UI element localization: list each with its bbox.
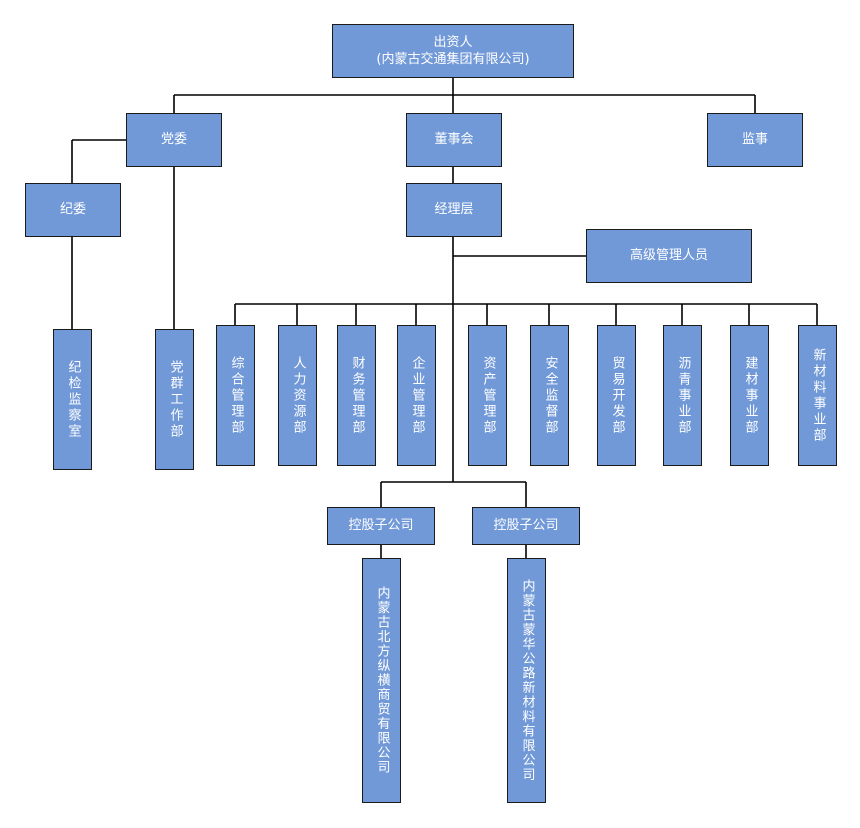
subsidiary-box: 内蒙古北方纵横商贸有限公司: [362, 558, 401, 803]
supervisor-box: 监事: [707, 113, 803, 167]
senior-management-box: 高级管理人员: [586, 229, 752, 283]
discipline-committee-label: 纪委: [59, 202, 86, 217]
investor-title: 出资人: [433, 35, 473, 50]
management-label: 经理层: [434, 202, 474, 217]
department-label: 资产管理部: [480, 355, 496, 436]
board-box: 董事会: [406, 113, 502, 167]
board-label: 董事会: [434, 132, 474, 147]
senior-management-label: 高级管理人员: [629, 248, 708, 263]
department-box: 新材料事业部: [798, 325, 837, 466]
department-box: 人力资源部: [278, 325, 317, 466]
holding-company-label: 控股子公司: [493, 518, 559, 533]
party-work-dept-box: 党群工作部: [155, 329, 194, 470]
party-committee-label: 党委: [160, 132, 187, 147]
department-box: 综合管理部: [216, 325, 255, 466]
department-label: 安全监督部: [542, 355, 558, 436]
department-box: 资产管理部: [468, 325, 507, 466]
department-label: 人力资源部: [290, 355, 306, 436]
holding-company-label-box: 控股子公司: [327, 507, 435, 545]
subsidiary-name: 内蒙古北方纵横商贸有限公司: [374, 586, 390, 775]
holding-company-label: 控股子公司: [348, 518, 414, 533]
department-label: 建材事业部: [742, 355, 758, 436]
subsidiary-name: 内蒙古蒙华公路新材料有限公司: [519, 579, 535, 782]
investor-box: 出资人 (内蒙古交通集团有限公司): [332, 24, 574, 78]
department-label: 沥青事业部: [675, 355, 691, 436]
department-label: 企业管理部: [409, 355, 425, 436]
party-work-dept-label: 党群工作部: [167, 359, 183, 440]
department-label: 贸易开发部: [609, 355, 625, 436]
department-box: 贸易开发部: [597, 325, 636, 466]
party-committee-box: 党委: [126, 113, 222, 167]
department-box: 财务管理部: [337, 325, 376, 466]
discipline-committee-box: 纪委: [25, 183, 121, 237]
subsidiary-box: 内蒙古蒙华公路新材料有限公司: [507, 558, 546, 803]
department-box: 沥青事业部: [663, 325, 702, 466]
holding-company-label-box: 控股子公司: [472, 507, 580, 545]
investor-subtitle: (内蒙古交通集团有限公司): [376, 52, 530, 67]
department-label: 财务管理部: [349, 355, 365, 436]
department-box: 企业管理部: [397, 325, 436, 466]
discipline-office-box: 纪检监察室: [53, 329, 92, 470]
department-label: 新材料事业部: [810, 347, 826, 444]
department-box: 安全监督部: [530, 325, 569, 466]
department-label: 综合管理部: [228, 355, 244, 436]
management-box: 经理层: [406, 183, 502, 237]
discipline-office-label: 纪检监察室: [65, 359, 81, 440]
department-box: 建材事业部: [730, 325, 769, 466]
supervisor-label: 监事: [741, 132, 768, 147]
